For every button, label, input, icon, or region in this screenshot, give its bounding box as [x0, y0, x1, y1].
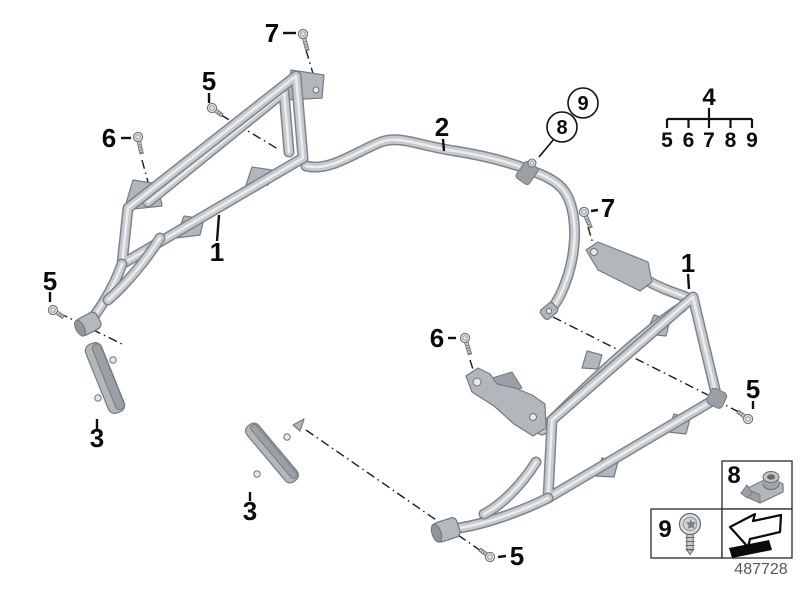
inset-screw-box[interactable]: 9 — [650, 508, 723, 559]
inset-direction-box[interactable] — [721, 508, 793, 559]
bolt-5-bottom — [476, 545, 497, 564]
legend-member-5[interactable]: 5 — [661, 129, 673, 152]
mounting-bracket-center — [244, 418, 305, 484]
callout-8-circled[interactable]: 8 — [546, 111, 578, 143]
assembly-center-lines — [58, 49, 740, 552]
bolt-6-center — [458, 331, 475, 357]
legend-member-6[interactable]: 6 — [683, 129, 695, 152]
legend-member-9[interactable]: 9 — [746, 129, 758, 152]
callout-leader-lines — [48, 31, 755, 559]
right-top-bracket — [585, 241, 692, 303]
legend-group-tree: 4 5 6 7 8 9 — [661, 84, 758, 152]
callout-5-bottom[interactable]: 5 — [510, 541, 524, 571]
inset-clip-nut-box[interactable]: 8 — [721, 460, 793, 510]
callout-7-top[interactable]: 7 — [265, 18, 279, 48]
left-case-holder — [74, 69, 325, 337]
mounting-bracket-left — [84, 342, 126, 414]
callout-7-right[interactable]: 7 — [601, 193, 615, 223]
callout-5-right[interactable]: 5 — [746, 374, 760, 404]
legend-member-8[interactable]: 8 — [725, 129, 737, 152]
torx-screw-icon — [678, 512, 702, 556]
left-frame-bushing — [74, 311, 102, 337]
callout-3-left[interactable]: 3 — [90, 423, 104, 453]
callout-2[interactable]: 2 — [435, 112, 449, 142]
callout-1-left[interactable]: 1 — [210, 237, 224, 267]
bolt-6-left — [131, 130, 147, 156]
cross-bar-clamp — [515, 158, 539, 186]
callout-3-center[interactable]: 3 — [243, 496, 257, 526]
right-case-holder — [430, 291, 728, 543]
callout-5-top[interactable]: 5 — [202, 66, 216, 96]
right-frame-end-boss — [706, 387, 728, 409]
inset-screw-label: 9 — [658, 516, 671, 543]
callout-1-right[interactable]: 1 — [681, 248, 695, 278]
legend-member-7[interactable]: 7 — [703, 129, 715, 152]
cross-bar — [300, 134, 581, 321]
direction-arrow-icon — [728, 512, 783, 558]
right-frame-bushing — [430, 517, 461, 543]
callout-9-label: 9 — [577, 93, 588, 115]
right-front-gusset-bracket — [465, 367, 547, 437]
callout-9-circled[interactable]: 9 — [567, 87, 599, 119]
part-number: 487728 — [734, 561, 787, 578]
bolt-7-right — [577, 205, 596, 230]
inset-clip-nut-label: 8 — [727, 462, 740, 489]
callout-6-center[interactable]: 6 — [430, 323, 444, 353]
bolt-5-left — [46, 303, 67, 322]
callout-6-left[interactable]: 6 — [102, 123, 116, 153]
callout-8-label: 8 — [556, 117, 567, 139]
callout-5-left[interactable]: 5 — [43, 266, 57, 296]
bolt-7-top — [296, 27, 313, 53]
legend-group-label[interactable]: 4 — [702, 84, 716, 111]
bolt-5-right — [734, 407, 755, 426]
bolt-5-top — [205, 101, 226, 120]
clip-nut-icon — [740, 471, 784, 504]
